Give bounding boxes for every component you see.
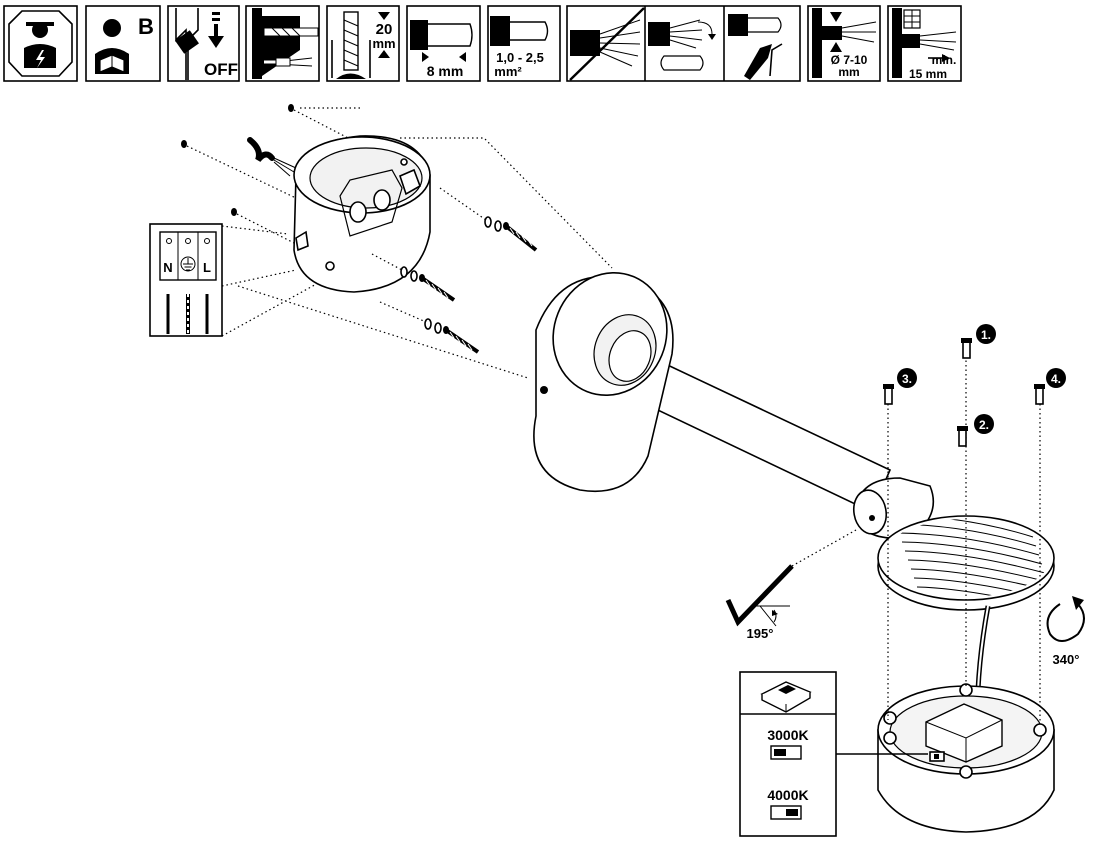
base-screws: [300, 107, 613, 354]
wall-plug-bottom: [231, 208, 237, 216]
wall-plug-top: [288, 104, 294, 112]
mounting-base: [293, 135, 431, 293]
grille-slat: [904, 550, 1046, 574]
icon-depth-value: 20: [376, 21, 393, 38]
grille-slat: [901, 541, 1043, 565]
icon-cross-section-unit: mm²: [494, 64, 522, 79]
icon-cross-section-value: 1,0 - 2,5: [496, 50, 544, 65]
lamp-housing: [836, 683, 1055, 833]
step-1-label: 1.: [981, 328, 991, 342]
grille-slat: [907, 559, 1049, 583]
grille-slat: [898, 532, 1040, 556]
icon-strip: B OFF: [3, 5, 962, 82]
grille-slat: [916, 586, 1050, 597]
supply-cable: [247, 137, 297, 177]
stranded-wire-icon: [566, 5, 801, 82]
wall-plate-and-arm: [533, 272, 935, 539]
wood-screw-upper: [484, 216, 538, 252]
allen-key: 195°: [725, 529, 857, 641]
step-1-badge: [976, 324, 996, 344]
screw-step-2: 2.: [957, 414, 994, 447]
screw-step-3: 3.: [883, 368, 917, 405]
step-2-label: 2.: [979, 418, 989, 432]
drill-depth-icon: 20 mm: [326, 5, 400, 82]
read-manual-icon: B: [85, 5, 161, 82]
wall-fixings: [181, 104, 353, 245]
step-4-label: 4.: [1051, 372, 1061, 386]
cable-diameter-icon: Ø 7-10 mm: [807, 5, 881, 82]
step-3-label: 3.: [902, 372, 912, 386]
wall-plug-left: [181, 140, 187, 148]
icon-cable-diameter-unit: mm: [838, 65, 859, 79]
led-driver-box: [925, 703, 1003, 763]
terminal-block-inset: N L: [149, 223, 529, 379]
earth-symbol-icon: [180, 256, 196, 272]
screw-step-4: 4.: [1034, 368, 1066, 405]
color-temperature-panel: 3000K 4000K: [739, 671, 837, 837]
switch-4000k-label: 4000K: [767, 787, 808, 803]
switch-3000k-label: 3000K: [767, 727, 808, 743]
step-3-badge: [897, 368, 917, 388]
icon-b-label: B: [138, 14, 154, 39]
icon-off-label: OFF: [204, 60, 238, 79]
icon-min-strip-value: min.: [932, 53, 957, 67]
step-2-badge: [974, 414, 994, 434]
grille-slat: [892, 519, 1034, 538]
dip-switch-icon: [760, 681, 812, 713]
terminal-live-label: L: [203, 260, 211, 275]
step-4-badge: [1046, 368, 1066, 388]
tilt-angle-icon: [756, 605, 790, 627]
electrician-icon: [3, 5, 78, 82]
terminal-neutral-label: N: [163, 260, 172, 275]
icon-depth-unit: mm: [372, 36, 395, 51]
alignment-guides: [887, 356, 1041, 724]
icon-strip-length: 8 mm: [427, 63, 464, 79]
grille-slat: [872, 452, 1012, 474]
screw-step-1: 1.: [961, 324, 996, 359]
rotation-angle-label: 340°: [1053, 652, 1080, 667]
icon-cable-diameter-value: Ø 7-10: [831, 53, 868, 67]
strip-length-icon: 8 mm: [406, 5, 481, 82]
min-strip-icon: min. 15 mm: [887, 5, 962, 82]
rotate-arrow-icon: 340°: [1046, 596, 1085, 667]
cross-section-icon: 1,0 - 2,5 mm²: [487, 5, 561, 82]
tilt-angle-label: 195°: [747, 626, 774, 641]
numbered-screws: 1. 2. 3. 4.: [883, 324, 1066, 447]
wood-screw-middle: [400, 266, 456, 302]
wood-screw-lower: [424, 318, 480, 354]
drill-wall-icon: [245, 5, 320, 82]
power-off-icon: OFF: [167, 5, 240, 82]
icon-min-strip-unit: 15 mm: [909, 67, 947, 81]
